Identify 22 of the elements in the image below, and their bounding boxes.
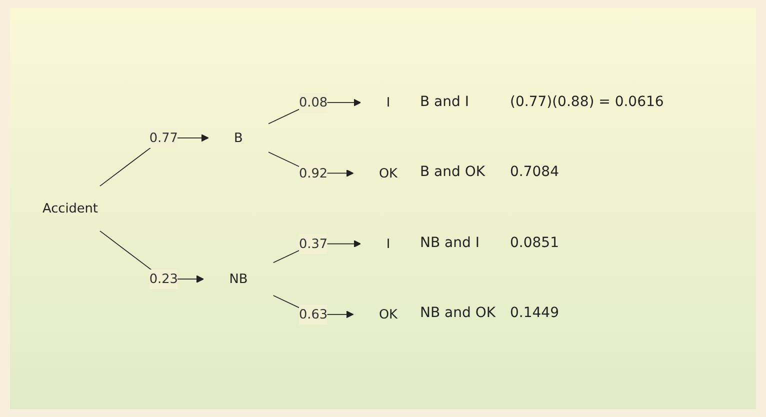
node-text: OK bbox=[378, 165, 398, 181]
edge-label: 0.92 bbox=[299, 165, 328, 181]
node-text: I bbox=[386, 94, 390, 110]
node-text: NB bbox=[229, 271, 248, 287]
probability-value: 0.7084 bbox=[510, 164, 559, 180]
outcome-label: NB and I bbox=[420, 234, 480, 251]
probability-value: 0.0851 bbox=[510, 234, 559, 251]
outcome-label: B and OK bbox=[420, 164, 486, 180]
probability-value: 0.1449 bbox=[510, 305, 559, 322]
node-text: Accident bbox=[42, 200, 98, 216]
probability-value: (0.77)(0.88) = 0.0616 bbox=[510, 94, 664, 110]
outcome-label: NB and OK bbox=[420, 305, 496, 322]
outcome-label: B and I bbox=[420, 94, 469, 110]
node-text: B bbox=[234, 130, 243, 146]
edge-label: 0.77 bbox=[149, 130, 178, 146]
edge-label: 0.23 bbox=[149, 271, 178, 287]
edge-label: 0.08 bbox=[299, 94, 328, 110]
edge-label: 0.63 bbox=[299, 306, 328, 322]
edge-label: 0.37 bbox=[299, 236, 328, 252]
panel-background: 0.77 0.23 0.08 0.92 0.37 0.63 Accident B NB I OK I OK B and I (0.77)(0.88) = 0.0616 B and OK 0.7084 NB and I 0.0851 NB and OK 0.1449 bbox=[10, 8, 756, 409]
node-text: I bbox=[386, 236, 390, 252]
node-text: OK bbox=[378, 306, 398, 322]
